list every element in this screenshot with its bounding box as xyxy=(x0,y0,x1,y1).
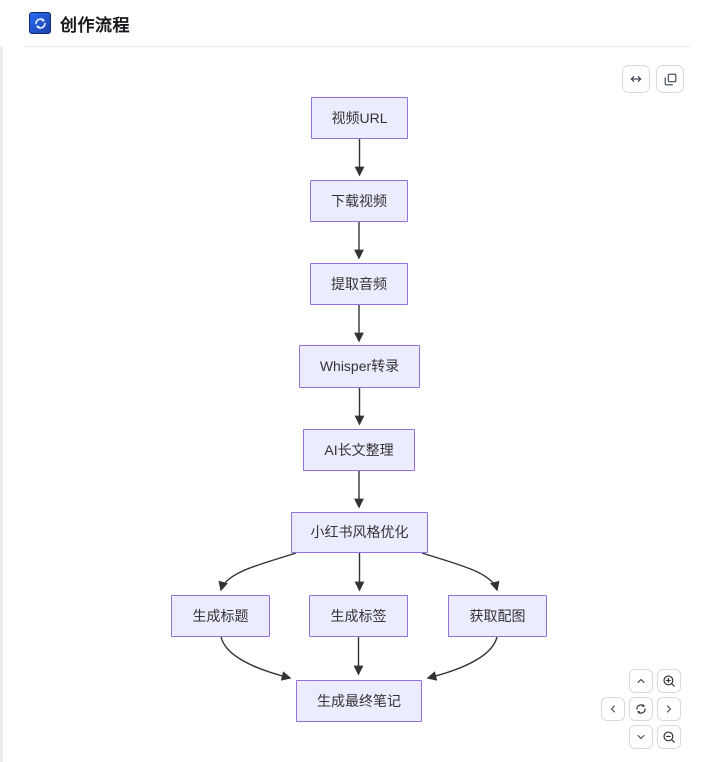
refresh-logo-icon xyxy=(29,12,51,34)
chevron-left-icon xyxy=(610,705,616,713)
arrow-left-right-icon xyxy=(630,76,642,82)
page-header: 创作流程 xyxy=(0,0,714,46)
chevron-up-icon xyxy=(637,678,645,684)
magnifier-minus-icon xyxy=(663,731,675,743)
window-edge-strip xyxy=(0,0,3,762)
pan-right-button[interactable] xyxy=(657,697,681,721)
chevron-down-icon xyxy=(637,734,645,740)
expand-horizontal-button[interactable] xyxy=(622,65,650,93)
copy-button[interactable] xyxy=(656,65,684,93)
flow-node-gen-title: 生成标题 xyxy=(171,595,270,637)
flow-node-whisper-transcribe: Whisper转录 xyxy=(299,345,420,388)
pan-down-button[interactable] xyxy=(629,725,653,749)
flowchart-canvas[interactable]: 视频URL 下载视频 提取音频 Whisper转录 AI长文整理 小红书风格优化… xyxy=(0,47,714,762)
pan-left-button[interactable] xyxy=(601,697,625,721)
flow-node-video-url: 视频URL xyxy=(311,97,408,139)
flow-node-xhs-style: 小红书风格优化 xyxy=(291,512,428,553)
flow-node-gen-final-note: 生成最终笔记 xyxy=(296,680,422,722)
reset-view-button[interactable] xyxy=(629,697,653,721)
zoom-out-button[interactable] xyxy=(657,725,681,749)
flow-node-gen-tags: 生成标签 xyxy=(309,595,408,637)
flow-node-get-images: 获取配图 xyxy=(448,595,547,637)
flow-edges xyxy=(218,139,500,681)
pan-up-button[interactable] xyxy=(629,669,653,693)
flow-node-extract-audio: 提取音频 xyxy=(310,263,408,305)
chevron-right-icon xyxy=(666,705,672,713)
refresh-icon xyxy=(636,704,646,714)
flow-node-ai-longtext: AI长文整理 xyxy=(303,429,415,471)
page-title: 创作流程 xyxy=(60,15,130,35)
header-divider xyxy=(24,46,690,47)
zoom-in-button[interactable] xyxy=(657,669,681,693)
copy-icon xyxy=(664,73,676,85)
magnifier-plus-icon xyxy=(663,675,675,687)
flow-node-download-video: 下载视频 xyxy=(310,180,408,222)
